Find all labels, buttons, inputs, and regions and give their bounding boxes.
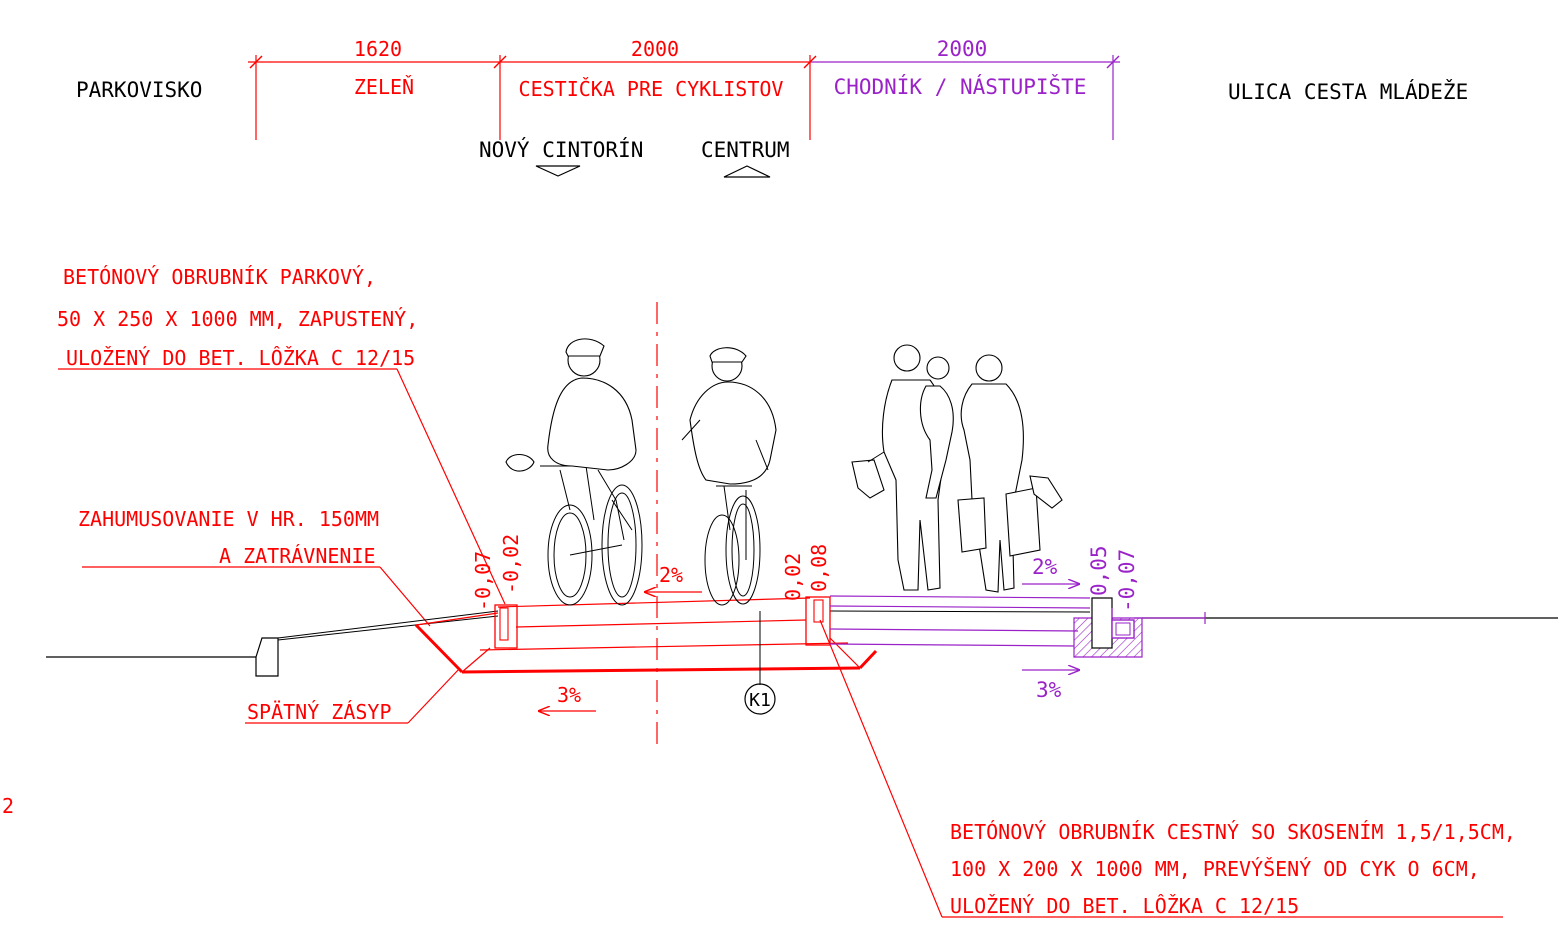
topsoil-layer <box>414 612 499 674</box>
street-label: ULICA CESTA MLÁDEŽE <box>1228 79 1468 104</box>
direction-right-label: CENTRUM <box>701 138 790 162</box>
level-a: -0,07 <box>471 551 495 611</box>
backfill-note: SPÄTNÝ ZÁSYP <box>247 700 392 724</box>
cyclist-right-figure <box>681 347 777 606</box>
parking-label: PARKOVISKO <box>76 78 202 102</box>
road-curb-note-line1: BETÓNOVÝ OBRUBNÍK CESTNÝ SO SKOSENÍM 1,5… <box>950 820 1516 844</box>
sidewalk-layers <box>829 595 1206 658</box>
dim-green-value: 1620 <box>354 37 402 61</box>
k1-circle <box>744 683 776 715</box>
k1-marker: K1 <box>749 690 771 711</box>
backfill-leader-arrow <box>407 667 461 724</box>
road-curb-note-line2: 100 X 200 X 1000 MM, PREVÝŠENÝ OD CYK O … <box>950 857 1480 881</box>
dim-bike-name: CESTIČKA PRE CYKLISTOV <box>519 77 784 101</box>
park-curb-leader-arrow <box>396 368 506 605</box>
slope-bike-top: 2% <box>659 563 683 587</box>
ground-profile <box>46 610 1558 677</box>
road-curb-leader-arrow <box>819 619 943 918</box>
dimension-chain <box>248 55 1120 140</box>
dim-bike-value: 2000 <box>631 37 679 61</box>
level-b: -0,02 <box>499 534 523 594</box>
dim-walk-value: 2000 <box>937 37 988 61</box>
edge-mark: 2 <box>2 794 14 818</box>
level-d: 0,08 <box>807 544 831 592</box>
dim-walk-name: CHODNÍK / NÁSTUPIŠTE <box>834 74 1087 99</box>
slope-walk-bottom: 3% <box>1036 678 1062 702</box>
road-curb-note-line3: ULOŽENÝ DO BET. LÔŽKA C 12/15 <box>950 894 1299 918</box>
park-curb <box>494 604 518 649</box>
slope-walk-top: 2% <box>1032 555 1058 579</box>
pedestrian-woman-figure <box>957 354 1063 593</box>
road-curb <box>805 596 831 646</box>
park-curb-note-line2: 50 X 250 X 1000 MM, ZAPUSTENÝ, <box>57 307 418 331</box>
topsoil-leader-arrow <box>379 566 431 627</box>
direction-down-arrow-icon <box>535 165 581 177</box>
bike-path-layers <box>461 597 878 674</box>
slope-bike-bottom: 3% <box>557 683 581 707</box>
level-f: -0,07 <box>1115 549 1139 612</box>
direction-left-label: NOVÝ CINTORÍN <box>479 137 643 162</box>
topsoil-note-line1: ZAHUMUSOVANIE V HR. 150MM <box>78 507 379 531</box>
direction-up-arrow-icon <box>723 165 771 178</box>
park-curb-note-line1: BETÓNOVÝ OBRUBNÍK PARKOVÝ, <box>63 265 376 289</box>
dim-green-name: ZELEŇ <box>354 75 414 99</box>
topsoil-note-line2: A ZATRÁVNENIE <box>219 544 376 568</box>
level-e: 0,05 <box>1087 545 1111 596</box>
level-c: 0,02 <box>781 553 805 601</box>
cyclist-left-figure <box>505 338 643 606</box>
park-curb-note-line3: ULOŽENÝ DO BET. LÔŽKA C 12/15 <box>66 346 415 370</box>
child-figure <box>919 356 954 499</box>
